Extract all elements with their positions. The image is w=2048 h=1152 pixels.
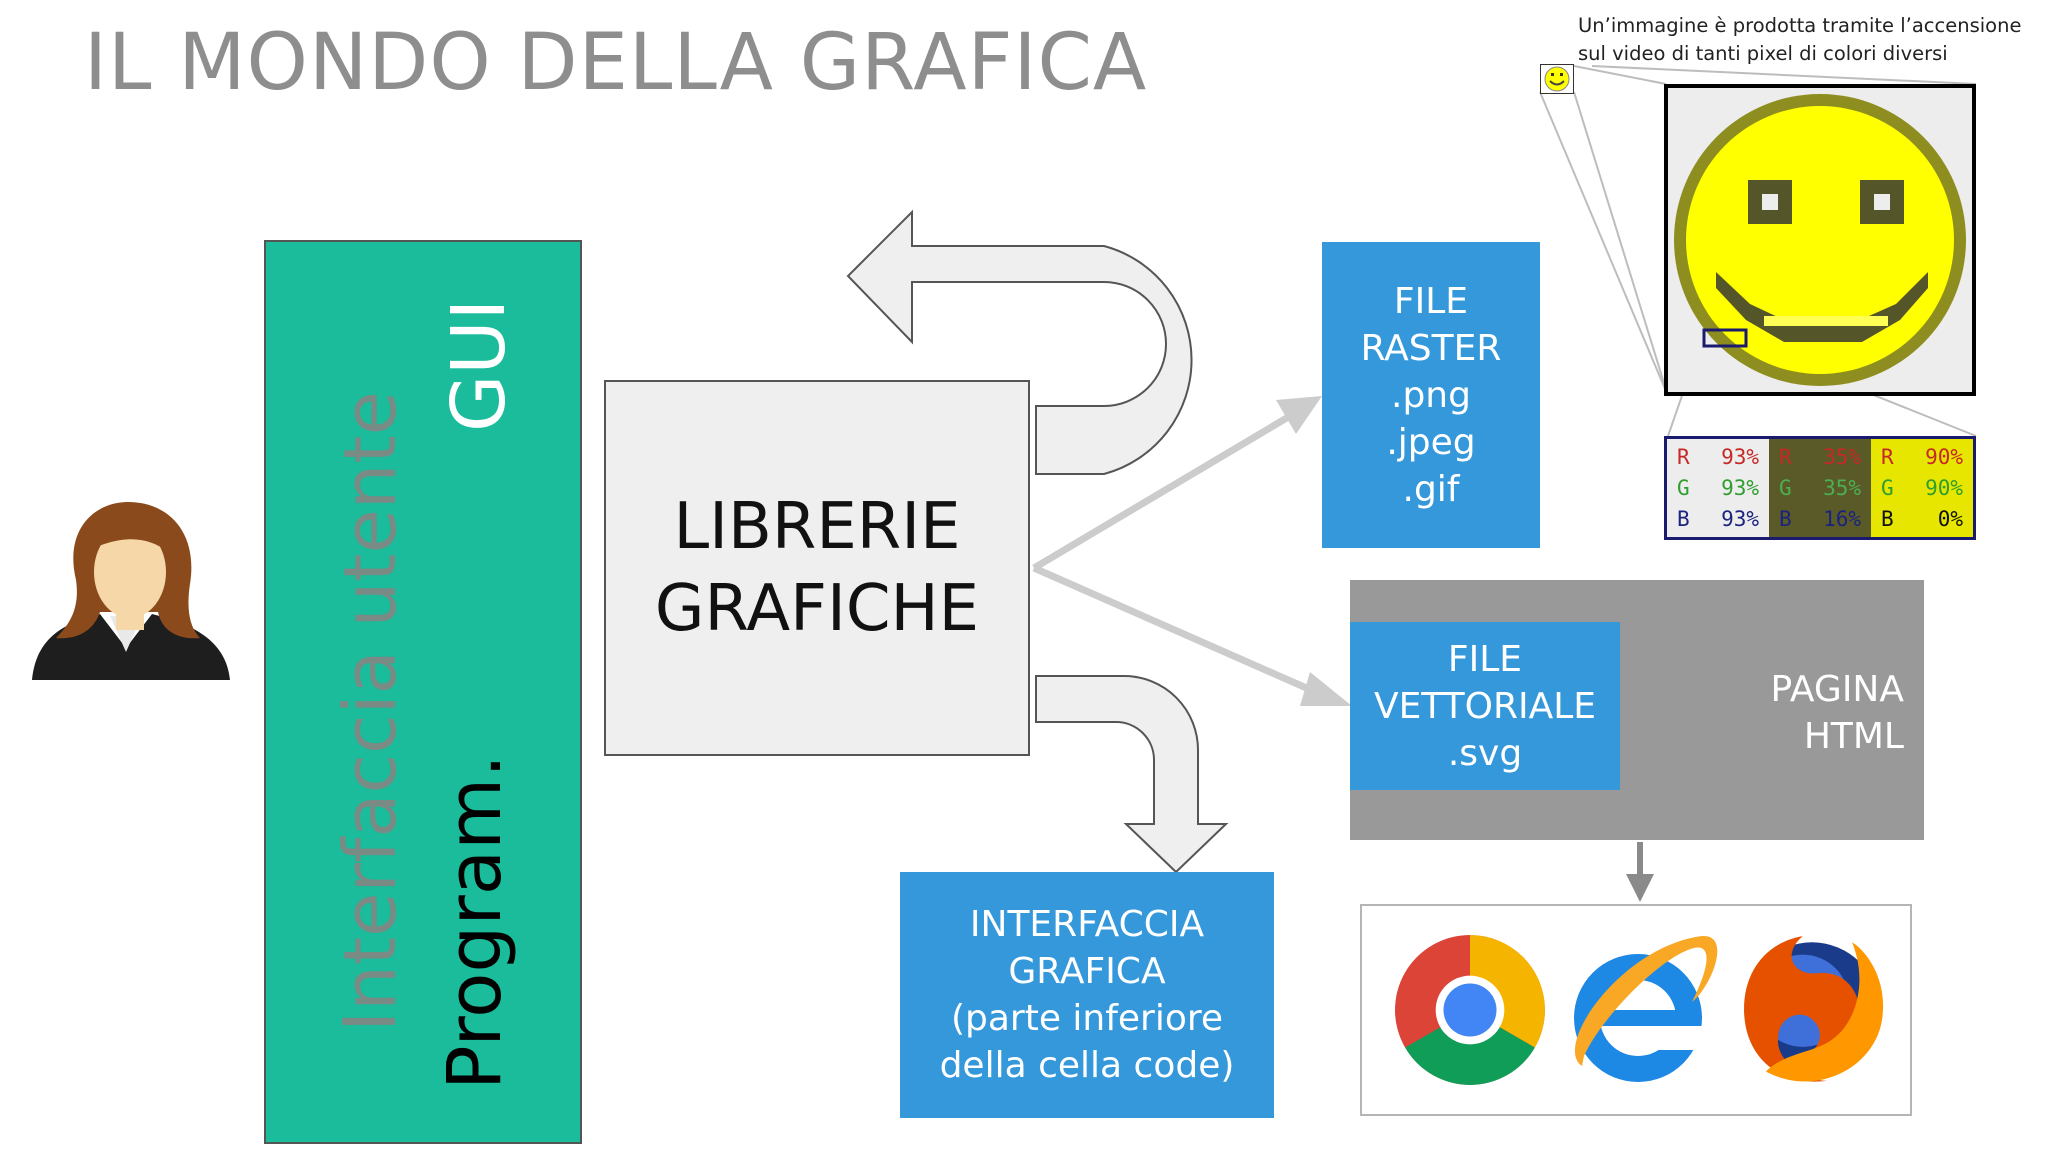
library-line-1: LIBRERIE (673, 490, 961, 564)
g-label: G (1881, 475, 1894, 500)
curved-arrow-left (846, 209, 1193, 475)
vector-line: VETTORIALE (1373, 685, 1597, 727)
b-value: 16% (1823, 507, 1861, 532)
b-label: B (1881, 507, 1894, 532)
g-label: G (1677, 475, 1690, 500)
g-value: 35% (1823, 475, 1861, 500)
user-avatar-icon (32, 502, 230, 680)
chrome-icon (1395, 935, 1545, 1085)
browsers-box (1360, 904, 1912, 1116)
b-value: 93% (1721, 507, 1759, 532)
b-value: 0% (1937, 507, 1963, 532)
r-label: R (1881, 444, 1894, 469)
vector-line: FILE (1447, 638, 1523, 680)
page-title: IL MONDO DELLA GRAFICA (84, 18, 1148, 108)
rgb-column-yellow: R 90% G 90% B 0% (1871, 439, 1973, 537)
r-value: 35% (1823, 444, 1861, 469)
interface-line: INTERFACCIA (969, 904, 1205, 945)
r-value: 90% (1925, 444, 1963, 469)
r-label: R (1677, 444, 1690, 469)
html-line: PAGINA (1770, 669, 1904, 710)
internet-explorer-icon (1574, 935, 1718, 1082)
interface-line: (parte inferiore (950, 998, 1224, 1039)
graphics-libraries-box: LIBRERIE GRAFICHE (604, 380, 1030, 756)
pixel-caption: Un’immagine è prodotta tramite l’accensi… (1578, 12, 2021, 68)
r-label: R (1779, 444, 1792, 469)
html-line: HTML (1803, 716, 1904, 757)
raster-line: RASTER (1360, 327, 1502, 369)
g-value: 90% (1925, 475, 1963, 500)
g-value: 93% (1721, 475, 1759, 500)
vector-line: .svg (1447, 732, 1523, 774)
caption-line-1: Un’immagine è prodotta tramite l’accensi… (1578, 14, 2022, 37)
enlarged-smiley (1664, 84, 1976, 396)
smiley-icon (1540, 64, 1574, 94)
r-value: 93% (1721, 444, 1759, 469)
raster-line: .gif (1402, 468, 1460, 510)
interface-line: della cella code) (939, 1045, 1235, 1086)
b-label: B (1677, 507, 1690, 532)
arrow-to-raster (1032, 412, 1292, 572)
firefox-icon (1744, 936, 1884, 1082)
graphical-interface-box: INTERFACCIA GRAFICA (parte inferiore del… (900, 872, 1274, 1118)
vector-file-box: FILE VETTORIALE .svg (1350, 622, 1620, 790)
raster-file-box: FILE RASTER .png .jpeg .gif (1322, 242, 1540, 548)
raster-line: .png (1391, 374, 1471, 416)
rgb-column-olive: R 35% G 35% B 16% (1769, 439, 1871, 537)
rgb-values-table: R 93% G 93% B 93% R 35% G 35% B 16% R 90% G 90% … (1664, 436, 1976, 540)
html-page-label: PAGINA HTML (1771, 666, 1904, 760)
b-label: B (1779, 507, 1792, 532)
arrow-to-vector (1032, 564, 1322, 698)
g-label: G (1779, 475, 1792, 500)
gui-panel (264, 240, 582, 1144)
interface-line: GRAFICA (1008, 951, 1166, 992)
rgb-column-light-gray: R 93% G 93% B 93% (1667, 439, 1769, 537)
library-line-2: GRAFICHE (654, 572, 980, 646)
raster-line: FILE (1393, 280, 1469, 322)
curved-arrow-down (1035, 675, 1229, 874)
raster-line: .jpeg (1386, 421, 1476, 463)
caption-line-2: sul video di tanti pixel di colori diver… (1578, 42, 1948, 65)
